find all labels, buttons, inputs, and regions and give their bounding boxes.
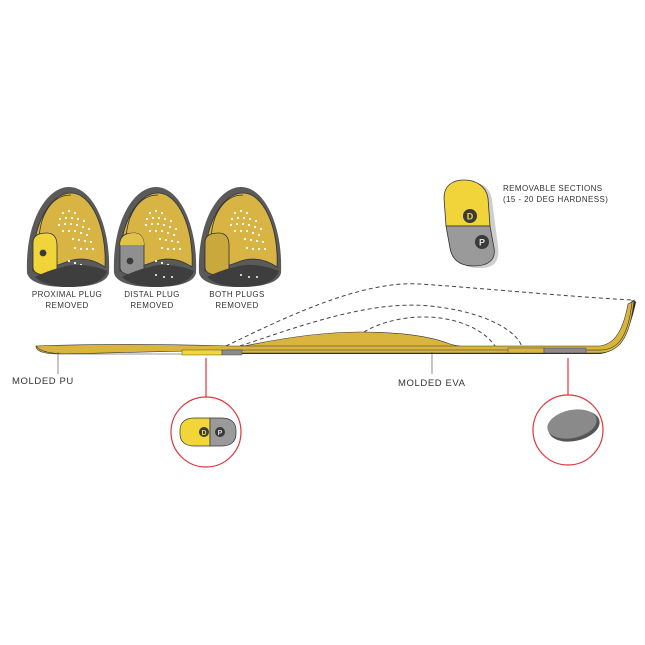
callout-right xyxy=(532,358,604,466)
plug-cavity xyxy=(204,232,230,276)
label-line2: REMOVED xyxy=(130,301,174,310)
label-removable-sections: REMOVABLE SECTIONS (15 - 20 DEG HARDNESS… xyxy=(503,183,608,205)
label-molded-eva: MOLDED EVA xyxy=(398,378,466,389)
label-molded-pu: MOLDED PU xyxy=(12,376,74,387)
label-line1: BOTH PLUGS xyxy=(209,290,265,299)
insole-view-distal-removed xyxy=(113,187,197,287)
plug-d-yellow xyxy=(443,179,491,227)
callout-left: D P xyxy=(170,358,242,468)
callout-badge-d: D xyxy=(201,430,206,437)
label-line2: REMOVED xyxy=(215,301,259,310)
plug-insert-gray-2 xyxy=(507,347,545,354)
label-both-plugs-removed: BOTH PLUGS REMOVED xyxy=(192,289,282,311)
eva-arch xyxy=(225,299,635,354)
badge-d-icon xyxy=(463,209,477,223)
arch-dashed-inner xyxy=(363,316,497,349)
label-line2: REMOVED xyxy=(45,301,89,310)
label-line1: DISTAL PLUG xyxy=(124,290,180,299)
label-line2: (15 - 20 DEG HARDNESS) xyxy=(503,195,609,204)
label-line1: REMOVABLE SECTIONS xyxy=(503,184,603,193)
badge-p-icon xyxy=(475,235,489,249)
insole-side-profile xyxy=(35,283,636,356)
label-proximal-plug-removed: PROXIMAL PLUG REMOVED xyxy=(22,289,112,311)
plug-insert-yellow xyxy=(181,349,223,356)
plug-insert-gray-1 xyxy=(221,349,243,356)
plug-insert-gray-3 xyxy=(543,347,587,354)
label-line1: PROXIMAL PLUG xyxy=(31,290,103,299)
callout-badge-p: P xyxy=(218,430,223,437)
insole-view-proximal-removed xyxy=(26,187,110,287)
insole-view-both-removed xyxy=(198,187,282,287)
badge-p-text: P xyxy=(479,238,485,248)
label-distal-plug-removed: DISTAL PLUG REMOVED xyxy=(107,289,197,311)
arch-dashed-outer xyxy=(225,283,633,347)
removable-sections-graphic: D P xyxy=(443,179,499,268)
badge-d-text: D xyxy=(467,212,474,222)
arch-dashed-mid xyxy=(239,304,523,349)
